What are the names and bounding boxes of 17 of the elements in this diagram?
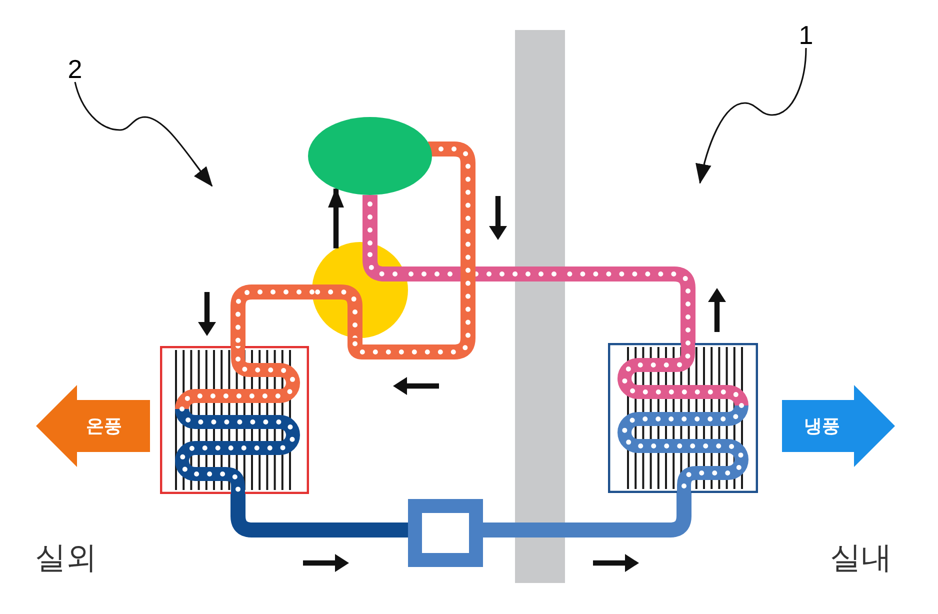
area-label: 실외 <box>35 539 97 577</box>
valve-block <box>408 499 483 567</box>
refrigerant-pipe <box>565 493 692 538</box>
refrigerant-pipe <box>483 522 515 538</box>
area-label: 실내 <box>830 539 892 577</box>
refrigerant-pipe <box>362 195 378 244</box>
leader-arrow <box>696 48 807 184</box>
callout-number: 1 <box>798 22 814 48</box>
refrigerant-pipe <box>230 284 312 346</box>
callout-number: 2 <box>67 56 83 82</box>
refrigerant-pipe <box>405 266 515 282</box>
refrigerant-pipe <box>565 266 696 343</box>
leader-arrow <box>74 82 213 187</box>
refrigerant-pipe <box>230 494 408 538</box>
air-flow-label: 온풍 <box>86 415 122 437</box>
air-flow-label: 냉풍 <box>804 415 840 437</box>
flow-arrow <box>328 188 344 248</box>
